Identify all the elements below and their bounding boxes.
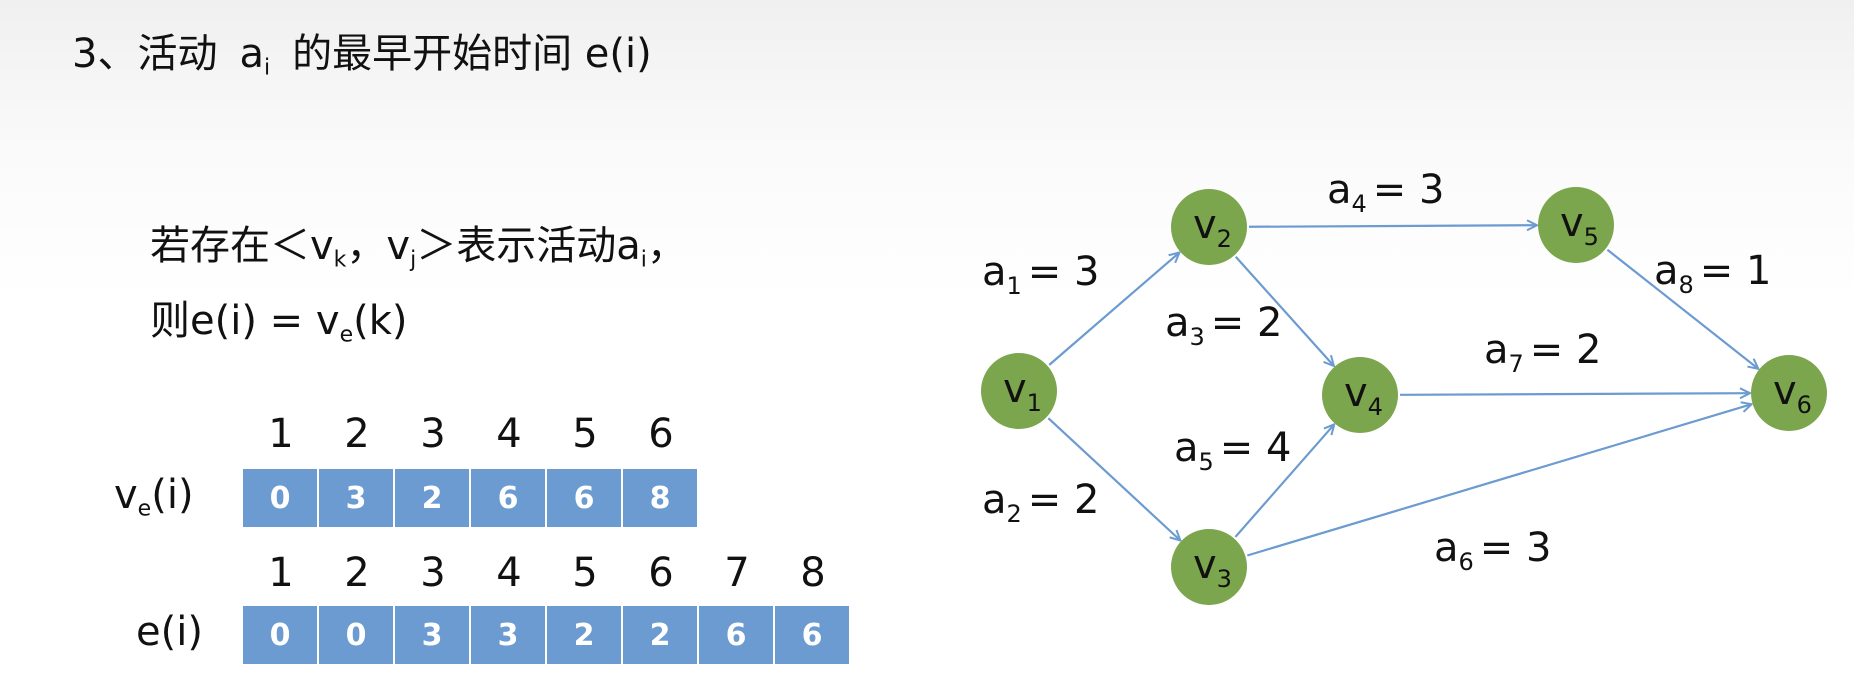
edge-arrow-v4-v6 — [1399, 393, 1750, 395]
edge-weight-label: a7= 2 — [1484, 327, 1601, 378]
edge-arrow-v1-v3 — [1047, 417, 1180, 540]
e-index: 7 — [724, 550, 750, 596]
edge-arrow-v3-v6 — [1246, 404, 1751, 557]
node-label: v6 — [1773, 368, 1812, 419]
e-index: 5 — [572, 550, 598, 596]
ve-cell: 3 — [319, 469, 393, 527]
ve-index: 1 — [268, 411, 294, 457]
e-index-row: 1 2 3 4 5 6 7 8 — [243, 549, 851, 597]
edge-weight-label: a8= 1 — [1654, 248, 1771, 299]
ve-value-row: 0 3 2 6 6 8 — [243, 469, 699, 527]
edge-arrow-v1-v2 — [1048, 252, 1179, 366]
node-label: v2 — [1193, 202, 1232, 253]
ve-index: 5 — [572, 411, 598, 457]
e-cell: 2 — [623, 606, 697, 664]
title-activity-symbol: ai — [239, 31, 271, 81]
ve-cell: 2 — [395, 469, 469, 527]
node-v3 — [1171, 529, 1247, 605]
e-cell: 3 — [471, 606, 545, 664]
node-v2 — [1171, 189, 1247, 265]
e-row-label: e(i) — [136, 609, 203, 655]
e-index: 2 — [344, 550, 370, 596]
edge-weight-label: a1= 3 — [982, 249, 1099, 300]
e-index: 8 — [800, 550, 826, 596]
e-cell: 6 — [699, 606, 773, 664]
e-index: 3 — [420, 550, 446, 596]
node-label: v1 — [1003, 366, 1042, 417]
node-v5 — [1538, 187, 1614, 263]
node-v4 — [1322, 357, 1398, 433]
e-cell: 2 — [547, 606, 621, 664]
page-title: 3、活动 ai 的最早开始时间 e(i) — [72, 26, 652, 82]
e-index: 4 — [496, 550, 522, 596]
ve-index-row: 1 2 3 4 5 6 — [243, 410, 699, 458]
formula-line-2: 则e(i) = ve(k) — [150, 298, 408, 348]
ve-index: 3 — [420, 411, 446, 457]
ve-cell: 6 — [547, 469, 621, 527]
ve-row-label: ve(i) — [114, 472, 194, 522]
ve-index: 6 — [648, 411, 674, 457]
node-label: v4 — [1344, 370, 1383, 421]
title-prefix: 3、活动 — [72, 31, 218, 77]
node-v6 — [1751, 355, 1827, 431]
ve-cell: 0 — [243, 469, 317, 527]
ve-index: 4 — [496, 411, 522, 457]
edge-weight-label: a5= 4 — [1174, 425, 1291, 476]
e-cell: 0 — [243, 606, 317, 664]
node-label: v5 — [1560, 200, 1599, 251]
e-index: 6 — [648, 550, 674, 596]
edge-arrow-v2-v5 — [1248, 225, 1537, 227]
ve-cell: 8 — [623, 469, 697, 527]
e-cell: 6 — [775, 606, 849, 664]
title-suffix: 的最早开始时间 e(i) — [292, 31, 652, 77]
node-v1 — [981, 353, 1057, 429]
e-value-row: 0 0 3 3 2 2 6 6 — [243, 606, 851, 664]
edge-weight-label: a3= 2 — [1165, 300, 1282, 351]
edge-arrow-v5-v6 — [1606, 248, 1758, 369]
ve-index: 2 — [344, 411, 370, 457]
edge-weight-label: a6= 3 — [1434, 525, 1551, 576]
edge-weight-label: a4= 3 — [1327, 167, 1444, 218]
edge-arrow-v3-v4 — [1234, 424, 1334, 538]
edge-arrow-v2-v4 — [1234, 256, 1334, 366]
e-cell: 0 — [319, 606, 393, 664]
ve-cell: 6 — [471, 469, 545, 527]
e-index: 1 — [268, 550, 294, 596]
e-cell: 3 — [395, 606, 469, 664]
node-label: v3 — [1193, 542, 1232, 593]
edge-weight-label: a2= 2 — [982, 477, 1099, 528]
formula-line-1: 若存在＜vk，vj＞表示活动ai， — [150, 223, 687, 273]
